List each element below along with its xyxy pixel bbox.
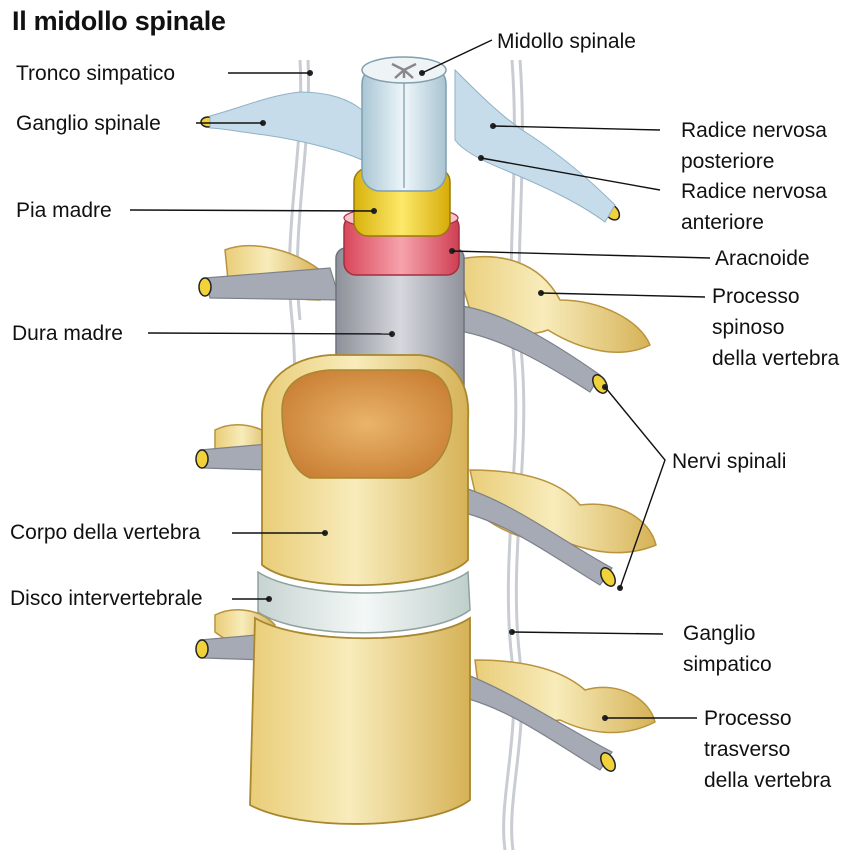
label-corpo-vertebra: Corpo della vertebra [10,517,200,548]
label-line: simpatico [683,649,772,680]
label-radice-posteriore: Radice nervosa posteriore [681,115,827,177]
label-line: della vertebra [704,765,831,796]
diagram-title: Il midollo spinale [12,6,226,37]
label-dura-madre: Dura madre [12,318,123,349]
label-processo-trasverso: Processo trasverso della vertebra [704,703,831,796]
label-processo-spinoso: Processo spinoso della vertebra [712,281,839,374]
label-line: Processo [704,703,831,734]
vertebral-body-upper [262,355,468,585]
vertebral-body-lower [250,618,470,824]
label-radice-anteriore: Radice nervosa anteriore [681,176,827,238]
label-midollo-spinale: Midollo spinale [497,26,636,57]
label-line: Radice nervosa [681,115,827,146]
sympathetic-trunk-right [504,60,524,850]
label-line: Ganglio [683,618,772,649]
label-line: posteriore [681,146,827,177]
label-aracnoide: Aracnoide [715,243,810,274]
label-line: della vertebra [712,343,839,374]
label-nervi-spinali: Nervi spinali [672,446,786,477]
label-tronco-simpatico: Tronco simpatico [16,58,175,89]
label-ganglio-simpatico: Ganglio simpatico [683,618,772,680]
label-line: Processo [712,281,839,312]
label-pia-madre: Pia madre [16,195,112,226]
label-disco-intervertebrale: Disco intervertebrale [10,583,203,614]
label-line: trasverso [704,734,831,765]
label-line: anteriore [681,207,827,238]
label-line: spinoso [712,312,839,343]
label-line: Radice nervosa [681,176,827,207]
label-ganglio-spinale: Ganglio spinale [16,108,161,139]
